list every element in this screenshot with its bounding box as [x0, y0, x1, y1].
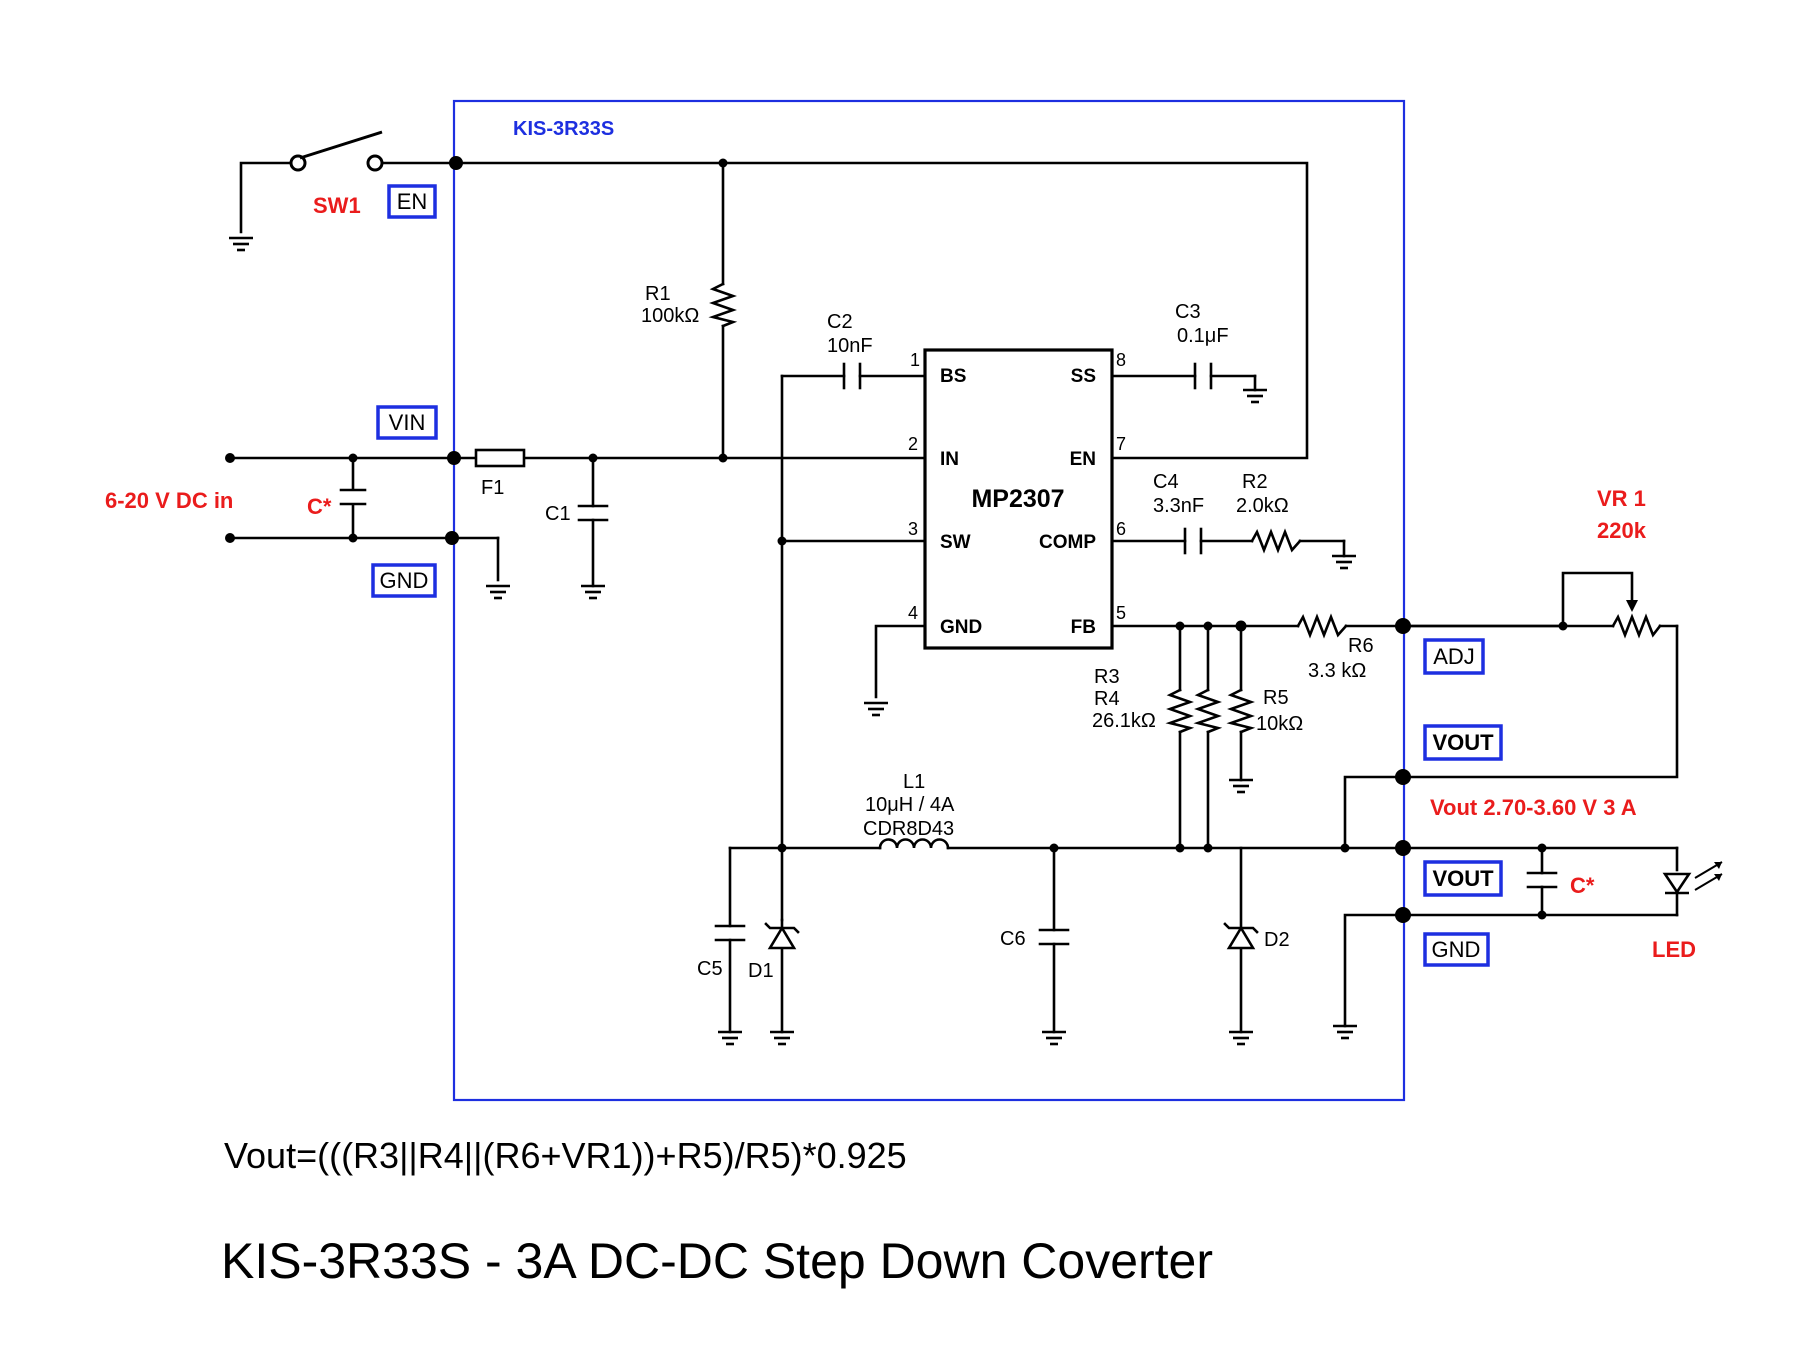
ic-pin-en: EN [1070, 449, 1096, 470]
d2-diode-symbol [1223, 922, 1259, 950]
c5-ref: C5 [697, 958, 723, 980]
r4-resistor-symbol [1193, 688, 1223, 734]
terminal-vout-2: VOUT [1423, 860, 1503, 897]
vr1-value: 220k [1597, 518, 1647, 543]
r3-resistor-symbol [1165, 688, 1195, 734]
ic-pin-sw: SW [940, 532, 971, 553]
c5-capacitor-symbol [714, 924, 746, 942]
vr1-potentiometer-symbol [1611, 600, 1662, 639]
c3-ref: C3 [1175, 301, 1201, 323]
f1-ref: F1 [481, 477, 504, 499]
ic-pin-number-7: 7 [1116, 434, 1126, 454]
terminal-gnd-out: GND [1423, 932, 1490, 967]
ic-pin-comp: COMP [1039, 532, 1096, 553]
ic-pin-number-6: 6 [1116, 519, 1126, 539]
l1-value: 10μH / 4A [865, 794, 955, 816]
c4-value: 3.3nF [1153, 495, 1204, 517]
cin-ref: C* [307, 494, 332, 519]
terminal-en-label: EN [397, 189, 428, 214]
d2-ref: D2 [1264, 929, 1290, 951]
r1-value: 100kΩ [641, 305, 699, 327]
c6-capacitor-symbol [1038, 928, 1070, 946]
terminal-adj: ADJ [1423, 638, 1485, 675]
vout-formula: Vout=(((R3||R4||(R6+VR1))+R5)/R5)*0.925 [224, 1135, 907, 1176]
cout-capacitor-symbol [1526, 871, 1558, 889]
c1-capacitor-symbol [577, 504, 609, 522]
terminal-vin: VIN [376, 405, 438, 440]
module-name: KIS-3R33S [513, 118, 614, 140]
l1-part: CDR8D43 [863, 818, 954, 840]
c3-capacitor-symbol [1193, 362, 1213, 390]
terminal-vout-1-label: VOUT [1432, 730, 1494, 755]
ic-pin-number-2: 2 [908, 434, 918, 454]
r5-resistor-symbol [1226, 688, 1256, 734]
c4-ref: C4 [1153, 471, 1179, 493]
sw1-switch-symbol [289, 130, 384, 172]
c1-ref: C1 [545, 503, 571, 525]
c2-ref: C2 [827, 311, 853, 333]
terminal-gnd-in: GND [371, 563, 437, 598]
ic-pin-fb: FB [1071, 617, 1096, 638]
r6-value: 3.3 kΩ [1308, 660, 1366, 682]
r2-ref: R2 [1242, 471, 1268, 493]
ic-pin-ss: SS [1071, 366, 1096, 387]
d1-ref: D1 [748, 960, 774, 982]
ic-name: MP2307 [971, 485, 1064, 513]
terminal-vin-label: VIN [389, 410, 426, 435]
d1-diode-symbol [764, 922, 800, 950]
cout-ref: C* [1570, 873, 1595, 898]
r4-ref: R4 [1094, 688, 1120, 710]
vr1-ref: VR 1 [1597, 486, 1646, 511]
terminal-vout-2-label: VOUT [1432, 866, 1494, 891]
r5-value: 10kΩ [1256, 713, 1303, 735]
input-voltage-label: 6-20 V DC in [105, 488, 233, 513]
r4-value: 26.1kΩ [1092, 710, 1156, 732]
terminal-en: EN [387, 184, 437, 219]
r1-resistor-symbol [708, 282, 738, 328]
output-voltage-label: Vout 2.70-3.60 V 3 A [1430, 795, 1637, 820]
l1-ref: L1 [903, 771, 925, 793]
ground-symbols [227, 236, 1359, 1046]
terminal-gnd-out-label: GND [1432, 937, 1481, 962]
ic-pin-number-4: 4 [908, 603, 918, 623]
led-symbol [1662, 861, 1723, 895]
ic-pin-gnd: GND [940, 617, 982, 638]
terminal-gnd-in-label: GND [380, 568, 429, 593]
terminal-vout-1: VOUT [1423, 724, 1503, 761]
l1-inductor-symbol [878, 838, 950, 850]
terminal-adj-label: ADJ [1433, 644, 1475, 669]
f1-fuse-symbol [474, 448, 526, 468]
ic-pin-bs: BS [940, 366, 966, 387]
r2-value: 2.0kΩ [1236, 495, 1289, 517]
sw1-ref: SW1 [313, 193, 361, 218]
led-ref: LED [1652, 937, 1696, 962]
c4-capacitor-symbol [1183, 527, 1203, 555]
c3-value: 0.1μF [1177, 325, 1229, 347]
ic-body [923, 348, 1114, 650]
ic-pin-number-3: 3 [908, 519, 918, 539]
diagram-title: KIS-3R33S - 3A DC-DC Step Down Coverter [221, 1233, 1213, 1289]
r2-resistor-symbol [1250, 528, 1302, 554]
cin-capacitor-symbol [339, 488, 367, 506]
r1-ref: R1 [645, 283, 671, 305]
module-boundary [452, 99, 1406, 1102]
ic-pin-number-5: 5 [1116, 603, 1126, 623]
ic-pin-in: IN [940, 449, 959, 470]
r6-resistor-symbol [1296, 613, 1348, 639]
r6-ref: R6 [1348, 635, 1374, 657]
c6-ref: C6 [1000, 928, 1026, 950]
r3-ref: R3 [1094, 666, 1120, 688]
r5-ref: R5 [1263, 687, 1289, 709]
c2-capacitor-symbol [842, 362, 862, 390]
ic-pin-number-1: 1 [910, 350, 920, 370]
ic-pin-number-8: 8 [1116, 350, 1126, 370]
junctions [225, 156, 1568, 923]
c2-value: 10nF [827, 335, 873, 357]
